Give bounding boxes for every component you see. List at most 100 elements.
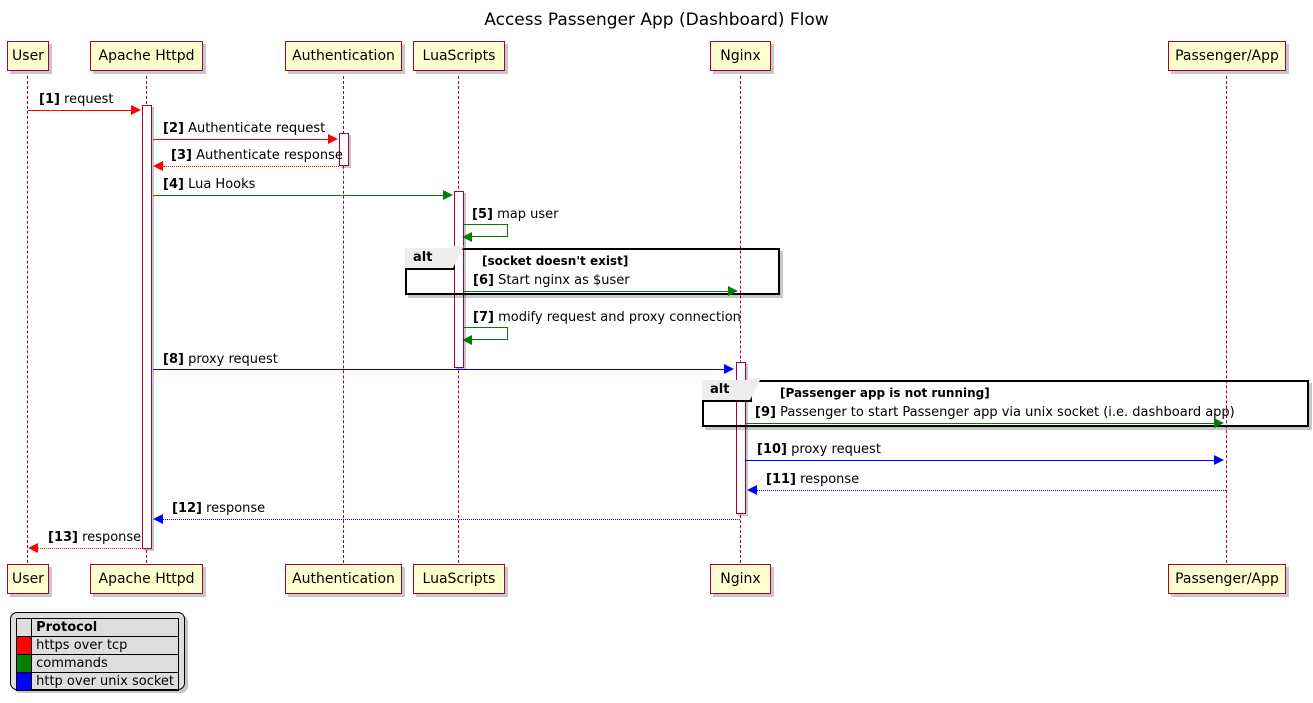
legend-row: commands xyxy=(15,654,179,673)
activation-auth xyxy=(339,133,349,166)
message-5-arrowhead xyxy=(462,232,472,242)
message-6-arrowhead xyxy=(728,286,738,296)
message-9-line xyxy=(746,423,1215,424)
message-num: [4] xyxy=(163,177,184,192)
message-2-arrowhead xyxy=(328,134,338,144)
legend-swatch-commands xyxy=(15,654,33,673)
message-11-label: [11] response xyxy=(766,472,859,487)
legend-swatch-https xyxy=(15,636,33,655)
participant-label: Nginx xyxy=(720,571,761,587)
participant-label: User xyxy=(12,48,44,64)
alt-keyword-text: alt xyxy=(413,250,433,265)
participant-passenger-bottom[interactable]: Passenger/App xyxy=(1168,564,1286,594)
participant-label: LuaScripts xyxy=(422,571,496,587)
legend-row: http over unix socket xyxy=(15,672,179,691)
participant-label: Passenger/App xyxy=(1175,48,1279,64)
participant-label: Apache Httpd xyxy=(98,48,195,64)
message-3-arrowhead xyxy=(153,161,163,171)
message-4-label: [4] Lua Hooks xyxy=(163,177,255,192)
message-12-label: [12] response xyxy=(172,501,265,516)
alt-fragment-1-keyword: alt xyxy=(405,246,464,270)
message-num: [2] xyxy=(163,121,184,136)
legend-label-commands: commands xyxy=(31,654,179,673)
participant-label: Authentication xyxy=(292,48,395,64)
message-8-line xyxy=(153,369,726,370)
legend-box: Protocol https over tcp commands http ov… xyxy=(10,612,185,691)
message-9-arrowhead xyxy=(1214,418,1224,428)
message-4-line xyxy=(153,195,444,196)
message-12-arrowhead xyxy=(153,514,163,524)
message-2-line xyxy=(153,139,329,140)
message-text: Authenticate request xyxy=(188,121,326,136)
message-1-line xyxy=(28,110,133,111)
alt-fragment-1 xyxy=(405,248,780,295)
participant-nginx-top[interactable]: Nginx xyxy=(710,41,771,71)
message-text: map user xyxy=(497,207,559,222)
message-10-label: [10] proxy request xyxy=(757,442,881,457)
message-text: Start nginx as $user xyxy=(498,273,630,288)
message-5-label: [5] map user xyxy=(472,207,558,222)
message-13-label: [13] response xyxy=(48,530,141,545)
lifeline-auth xyxy=(343,76,344,563)
participant-lua-top[interactable]: LuaScripts xyxy=(413,41,505,71)
message-num: [7] xyxy=(473,310,494,325)
message-6-label: [6] Start nginx as $user xyxy=(473,273,630,288)
participant-label: Passenger/App xyxy=(1175,571,1279,587)
participant-user-top[interactable]: User xyxy=(7,41,49,71)
message-num: [1] xyxy=(39,92,60,107)
legend-label-https: https over tcp xyxy=(31,636,179,655)
participant-passenger-top[interactable]: Passenger/App xyxy=(1168,41,1286,71)
legend-swatch-empty xyxy=(15,618,33,637)
message-4-arrowhead xyxy=(443,190,453,200)
message-text: Authenticate response xyxy=(196,148,343,163)
message-5-selfloop xyxy=(464,224,508,237)
participant-apache-bottom[interactable]: Apache Httpd xyxy=(90,564,203,594)
message-num: [6] xyxy=(473,273,494,288)
legend-header-row: Protocol xyxy=(15,618,179,637)
alt-fragment-2-keyword: alt xyxy=(702,378,761,402)
message-3-line xyxy=(163,166,339,167)
message-2-label: [2] Authenticate request xyxy=(163,121,325,136)
participant-label: User xyxy=(12,571,44,587)
message-num: [12] xyxy=(172,501,202,516)
message-text: response xyxy=(800,472,860,487)
message-num: [11] xyxy=(766,472,796,487)
message-num: [13] xyxy=(48,530,78,545)
participant-nginx-bottom[interactable]: Nginx xyxy=(710,564,771,594)
message-num: [10] xyxy=(757,442,787,457)
participant-user-bottom[interactable]: User xyxy=(7,564,49,594)
message-text: response xyxy=(82,530,142,545)
message-10-arrowhead xyxy=(1214,455,1224,465)
legend-swatch-unixsocket xyxy=(15,672,33,691)
lifeline-user xyxy=(27,76,28,563)
message-text: modify request and proxy connection xyxy=(498,310,741,325)
participant-auth-bottom[interactable]: Authentication xyxy=(285,564,402,594)
message-num: [5] xyxy=(472,207,493,222)
message-13-line xyxy=(38,548,143,549)
participant-lua-bottom[interactable]: LuaScripts xyxy=(413,564,505,594)
message-11-arrowhead xyxy=(747,485,757,495)
message-text: request xyxy=(64,92,114,107)
message-text: response xyxy=(206,501,266,516)
message-3-label: [3] Authenticate response xyxy=(171,148,343,163)
lifeline-passenger xyxy=(1226,76,1227,563)
participant-apache-top[interactable]: Apache Httpd xyxy=(90,41,203,71)
message-text: Lua Hooks xyxy=(188,177,256,192)
participant-auth-top[interactable]: Authentication xyxy=(285,41,402,71)
legend-header-label: Protocol xyxy=(31,618,179,637)
message-text: Passenger to start Passenger app via uni… xyxy=(780,405,1235,420)
alt-keyword-text: alt xyxy=(710,382,730,397)
alt-fragment-1-condition: [socket doesn't exist] xyxy=(482,254,629,268)
message-9-label: [9] Passenger to start Passenger app via… xyxy=(755,405,1235,420)
participant-label: Authentication xyxy=(292,571,395,587)
message-1-arrowhead xyxy=(131,105,141,115)
message-text: proxy request xyxy=(188,352,278,367)
message-7-label: [7] modify request and proxy connection xyxy=(473,310,741,325)
message-num: [9] xyxy=(755,405,776,420)
message-12-line xyxy=(163,519,740,520)
alt-fragment-2-condition: [Passenger app is not running] xyxy=(780,386,990,400)
message-6-line xyxy=(464,291,729,292)
message-7-arrowhead xyxy=(462,335,472,345)
message-10-line xyxy=(746,460,1215,461)
